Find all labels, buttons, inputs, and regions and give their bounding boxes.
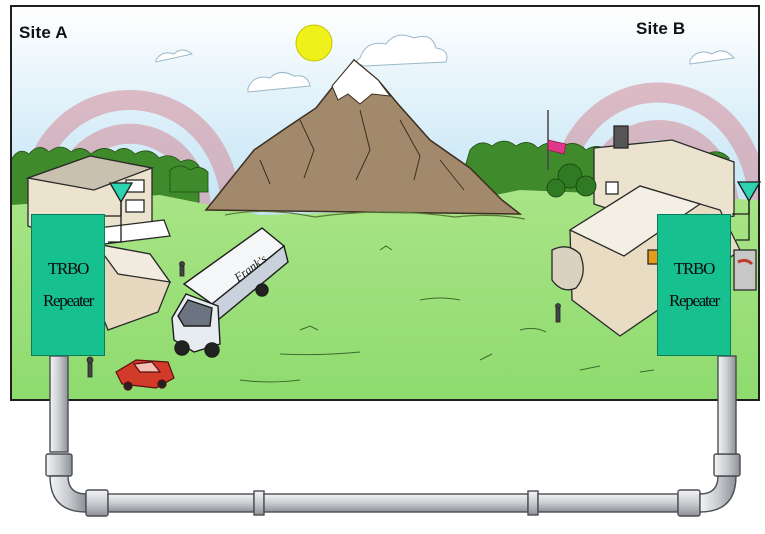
- site-a-repeater: TRBO Repeater: [31, 214, 105, 356]
- sun: [296, 25, 332, 61]
- site-a-label: Site A: [19, 23, 68, 43]
- site-b-label: Site B: [636, 19, 685, 39]
- repeater-line-1: TRBO: [48, 253, 88, 285]
- site-b-repeater: TRBO Repeater: [657, 214, 731, 356]
- landscape: Frank's: [11, 6, 760, 400]
- repeater-line-2: Repeater: [669, 285, 719, 317]
- repeater-line-2: Repeater: [43, 285, 93, 317]
- repeater-line-1: TRBO: [674, 253, 714, 285]
